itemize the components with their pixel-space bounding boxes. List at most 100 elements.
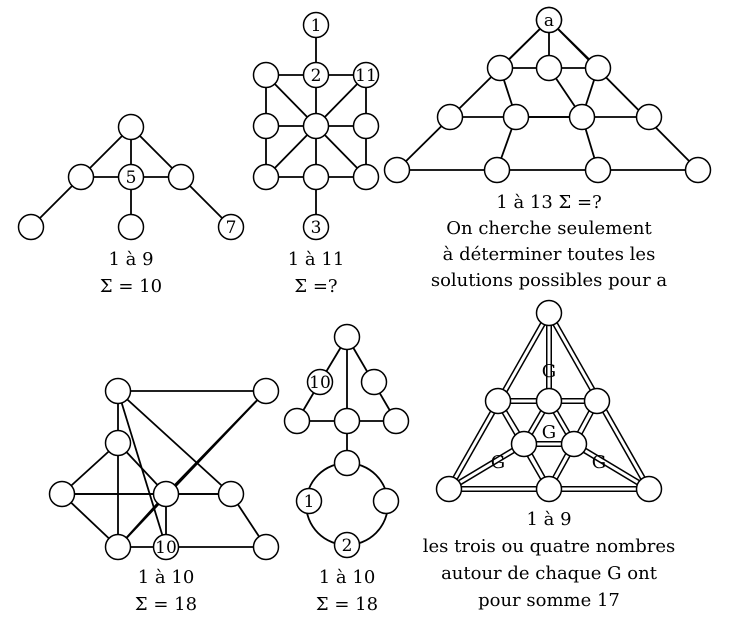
p5-node-9-label: 2 bbox=[342, 536, 353, 556]
p2-node-5-circle bbox=[302, 112, 330, 140]
p3-node-4-circle bbox=[436, 103, 464, 131]
p1-node-4 bbox=[17, 213, 45, 241]
p3-node-11-circle bbox=[684, 156, 712, 184]
p5-node-9: 2 bbox=[333, 531, 361, 559]
p2-node-0: 1 bbox=[302, 11, 330, 39]
p3-node-2 bbox=[535, 54, 563, 82]
p3-node-1-circle bbox=[486, 54, 514, 82]
p5-node-3-circle bbox=[283, 407, 311, 435]
p1-caption-line-2: Σ = 10 bbox=[100, 276, 162, 297]
p4-edge-13 bbox=[117, 390, 232, 495]
p5-node-1-circle bbox=[306, 368, 334, 396]
p1-node-0 bbox=[117, 113, 145, 141]
p1-node-6-label: 7 bbox=[226, 218, 237, 238]
p5-node-6-circle bbox=[333, 449, 361, 477]
p5-node-6 bbox=[333, 449, 361, 477]
p6-node-5-circle bbox=[560, 430, 588, 458]
p5-node-2-circle bbox=[360, 368, 388, 396]
p1-node-5 bbox=[117, 213, 145, 241]
p3-node-4 bbox=[436, 103, 464, 131]
p2-node-9 bbox=[352, 163, 380, 191]
p6-node-2-circle bbox=[535, 387, 563, 415]
p3-node-6-circle bbox=[568, 103, 596, 131]
p4-node-0-circle bbox=[104, 377, 132, 405]
p1-node-3-circle bbox=[167, 163, 195, 191]
p2-node-10-circle bbox=[302, 213, 330, 241]
p6-node-7-circle bbox=[535, 475, 563, 503]
p2-node-4 bbox=[252, 112, 280, 140]
nodes-layer: 5712113aa101012 bbox=[17, 6, 712, 561]
p2-node-6-circle bbox=[352, 112, 380, 140]
p1-node-4-circle bbox=[17, 213, 45, 241]
p4-node-8 bbox=[252, 533, 280, 561]
p5-node-2 bbox=[360, 368, 388, 396]
p3-node-9-circle bbox=[483, 156, 511, 184]
p5-node-7-label: 1 bbox=[304, 492, 315, 512]
p4-node-6 bbox=[104, 533, 132, 561]
p1-node-5-circle bbox=[117, 213, 145, 241]
p3-caption-line-4: solutions possibles pour a bbox=[431, 270, 668, 291]
p6-g-label-2: G bbox=[542, 422, 556, 443]
p5-node-7: 1 bbox=[295, 487, 323, 515]
p6-node-1 bbox=[484, 387, 512, 415]
p1-node-0-circle bbox=[117, 113, 145, 141]
p2-node-2-label: 2 bbox=[311, 66, 322, 86]
p3-node-3-circle bbox=[584, 54, 612, 82]
p4-node-3-circle bbox=[48, 480, 76, 508]
p4-node-5-circle bbox=[217, 480, 245, 508]
p5-node-4 bbox=[333, 407, 361, 435]
p4-node-3 bbox=[48, 480, 76, 508]
p1-node-1-circle bbox=[117, 163, 145, 191]
p1-node-1: 5 bbox=[117, 163, 145, 191]
p2-node-3: 11 bbox=[352, 61, 380, 89]
p4-node-1-circle bbox=[252, 377, 280, 405]
p4-node-7: 10 bbox=[152, 533, 180, 561]
p2-node-2: 2 bbox=[302, 61, 330, 89]
p2-node-3-circle bbox=[352, 61, 380, 89]
p3-node-9 bbox=[483, 156, 511, 184]
p6-caption-line-3: autour de chaque G ont bbox=[441, 563, 658, 584]
p2-node-10: 3 bbox=[302, 213, 330, 241]
p3-node-7-circle bbox=[635, 103, 663, 131]
p3-caption-line-2: On cherche seulement bbox=[446, 218, 652, 239]
captions-layer: 1 à 9Σ = 101 à 11Σ =?1 à 13 Σ =?On cherc… bbox=[100, 192, 675, 615]
p5-node-8 bbox=[372, 487, 400, 515]
p6-g-label-3: G bbox=[491, 452, 505, 473]
p1-caption-line-1: 1 à 9 bbox=[108, 249, 153, 270]
p2-node-8 bbox=[302, 163, 330, 191]
p3-node-1 bbox=[486, 54, 514, 82]
p2-node-9-circle bbox=[352, 163, 380, 191]
p4-node-6-circle bbox=[104, 533, 132, 561]
p5-node-9-circle bbox=[333, 531, 361, 559]
p4-caption-line-1: 1 à 10 bbox=[138, 567, 195, 588]
p6-node-8-circle bbox=[635, 475, 663, 503]
p6-node-3-circle bbox=[583, 387, 611, 415]
p2-node-0-label: 1 bbox=[311, 16, 322, 36]
p3-node-11 bbox=[684, 156, 712, 184]
p2-node-0-circle bbox=[302, 11, 330, 39]
p4-node-7-label: 10 bbox=[155, 538, 177, 558]
p3-node-5-circle bbox=[502, 103, 530, 131]
p6-node-6-circle bbox=[435, 475, 463, 503]
p5-node-1: 10 bbox=[306, 368, 334, 396]
p2-node-5 bbox=[302, 112, 330, 140]
p3-node-2-circle bbox=[535, 54, 563, 82]
p3-node-6 bbox=[568, 103, 596, 131]
p2-node-6 bbox=[352, 112, 380, 140]
p6-caption-line-4: pour somme 17 bbox=[478, 590, 620, 611]
p2-caption-line-2: Σ =? bbox=[294, 276, 337, 297]
p2-caption-line-1: 1 à 11 bbox=[288, 249, 345, 270]
p2-node-7-circle bbox=[252, 163, 280, 191]
p5-node-5 bbox=[382, 407, 410, 435]
p6-node-7 bbox=[535, 475, 563, 503]
p5-node-1-label: 10 bbox=[309, 373, 331, 393]
p5-caption-line-2: Σ = 18 bbox=[316, 594, 378, 615]
p4-node-8-circle bbox=[252, 533, 280, 561]
p2-node-1-circle bbox=[252, 61, 280, 89]
p3-node-8-circle bbox=[383, 156, 411, 184]
p6-node-4 bbox=[510, 430, 538, 458]
p4-node-1 bbox=[252, 377, 280, 405]
p1-node-6: 7 bbox=[217, 213, 245, 241]
